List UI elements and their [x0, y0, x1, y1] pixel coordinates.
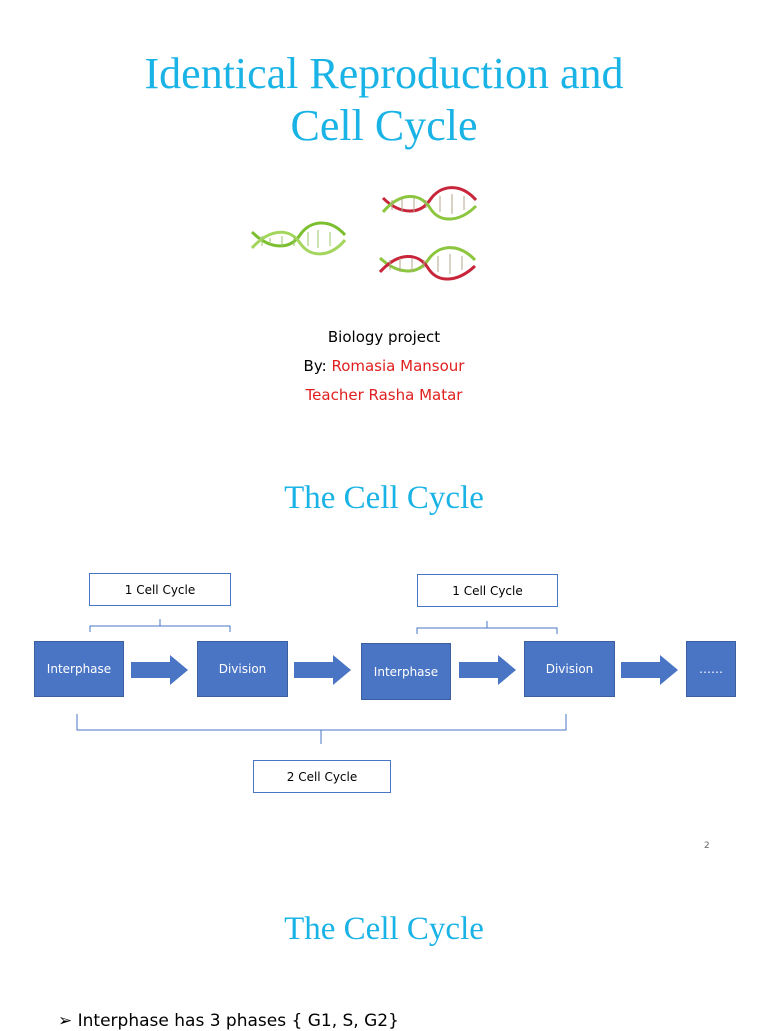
dna-helix-bottom-right — [378, 246, 477, 281]
teacher-name: Teacher Rasha Matar — [305, 386, 463, 404]
page-number: 2 — [704, 841, 710, 851]
arrow-3 — [459, 655, 516, 685]
bracket-bottom — [76, 714, 567, 744]
two-cycle-label: 2 Cell Cycle — [253, 760, 391, 793]
bracket-top-left — [89, 619, 231, 632]
division-box-2: Division — [524, 641, 615, 697]
slide-title: Identical Reproduction and Cell Cycle — [0, 48, 768, 152]
one-cycle-label-right: 1 Cell Cycle — [417, 574, 558, 607]
by-prefix: By: — [303, 357, 332, 375]
slide-title-line1: Identical Reproduction and — [144, 49, 624, 98]
dna-helix-left — [250, 221, 347, 256]
interphase-box-2: Interphase — [361, 643, 451, 700]
project-subtitle: Biology project — [327, 328, 441, 346]
author-name: Romasia Mansour — [331, 357, 465, 375]
bracket-top-right — [416, 621, 558, 634]
arrow-1 — [131, 655, 188, 685]
one-cycle-label-left: 1 Cell Cycle — [89, 573, 231, 606]
interphase-bullet: ➢ Interphase has 3 phases { G1, S, G2} — [58, 1011, 399, 1031]
dna-helix-top-right — [381, 186, 478, 221]
slide-title-line2: Cell Cycle — [290, 101, 478, 150]
dna-illustration — [250, 186, 478, 281]
division-box-1: Division — [197, 641, 288, 697]
cell-cycle-title: The Cell Cycle — [284, 480, 484, 516]
continuation-box: …… — [686, 641, 736, 697]
interphase-box-1: Interphase — [34, 641, 124, 697]
cell-cycle-title-2: The Cell Cycle — [284, 911, 484, 947]
author-line: By: Romasia Mansour — [0, 357, 768, 375]
arrow-2 — [294, 655, 351, 685]
arrow-4 — [621, 655, 678, 685]
